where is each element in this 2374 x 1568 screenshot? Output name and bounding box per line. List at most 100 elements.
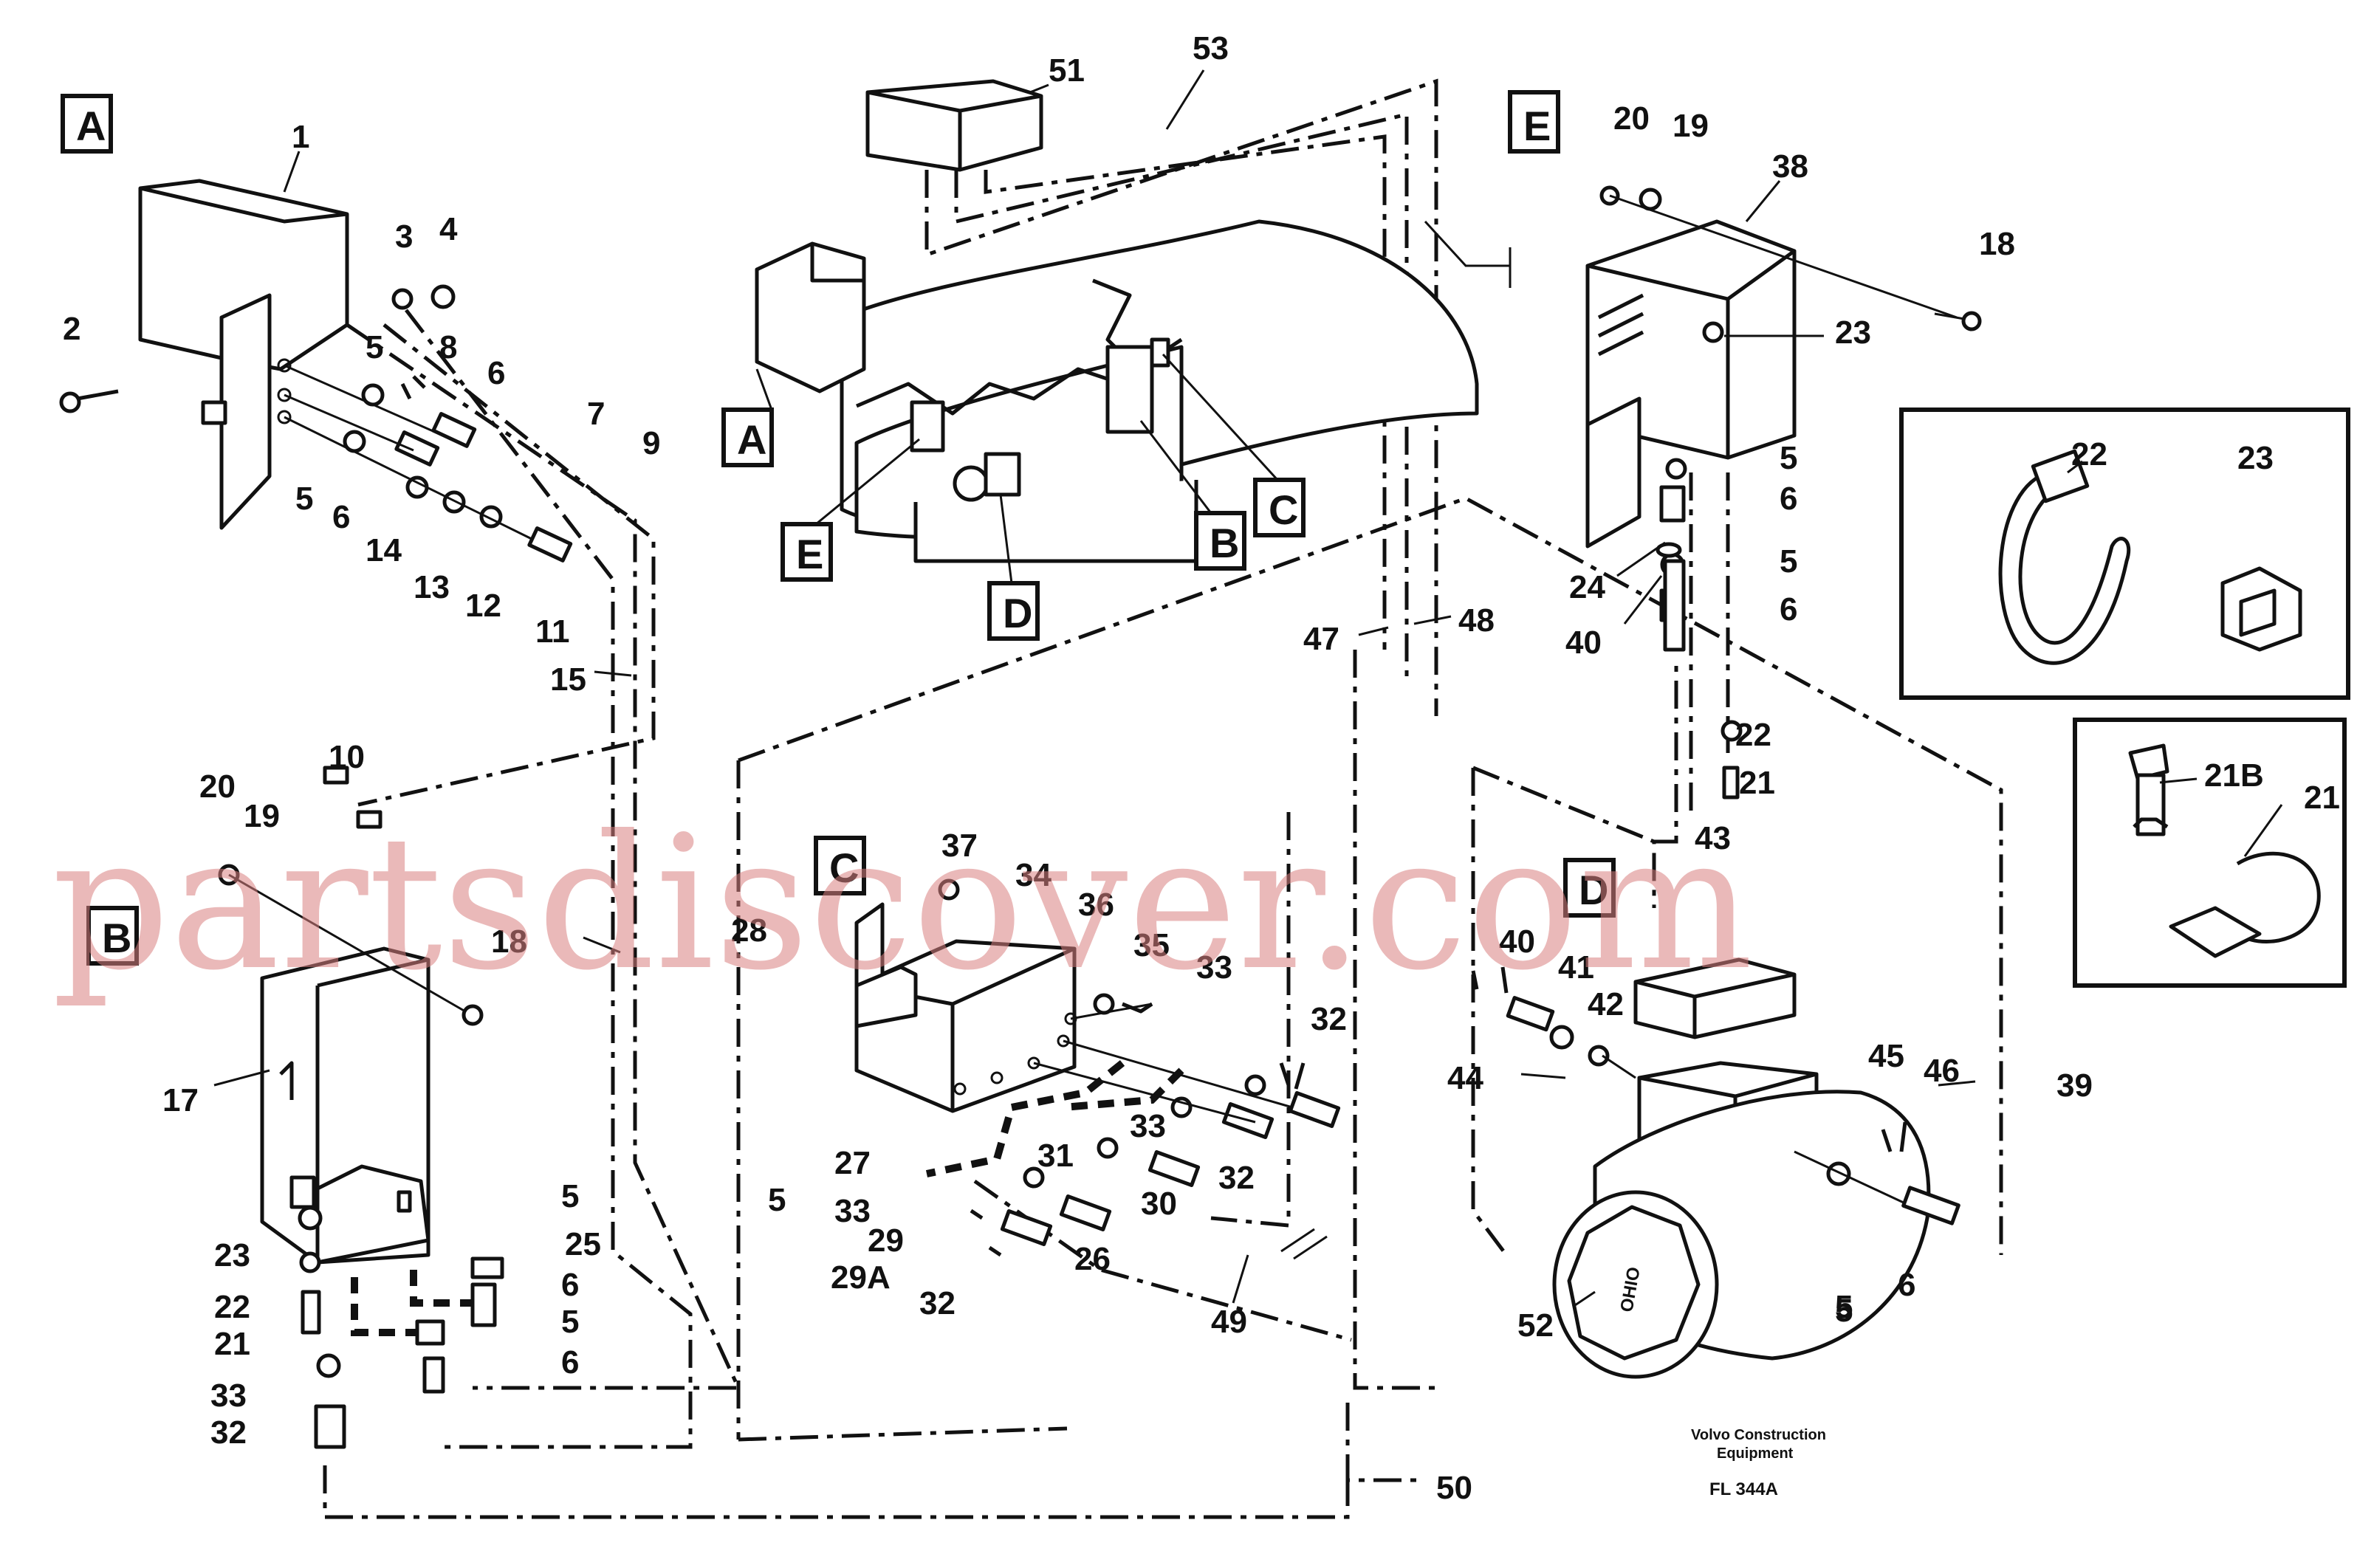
section-letter-boxes — [61, 90, 1616, 966]
part-label-18: 18 — [491, 924, 527, 960]
section-letter-d: D — [1003, 590, 1032, 636]
caption-manufacturer-2: Equipment — [1717, 1445, 1794, 1462]
part-label-5: 5 — [1835, 1293, 1853, 1329]
part-label-46: 46 — [1924, 1053, 1960, 1089]
section-letter-a: A — [737, 416, 766, 463]
drawing-caption: Volvo Construction Equipment FL 344A — [1691, 1427, 1826, 1499]
part-label-17: 17 — [162, 1082, 199, 1118]
part-label-6: 6 — [561, 1267, 579, 1303]
part-label-5: 5 — [768, 1182, 786, 1218]
part-label-5: 5 — [561, 1178, 579, 1214]
part-label-43: 43 — [1695, 820, 1731, 856]
part-label-21: 21 — [2304, 780, 2340, 816]
part-label-34: 34 — [1015, 857, 1052, 893]
part-label-39: 39 — [2056, 1067, 2093, 1104]
part-label-13: 13 — [414, 569, 450, 605]
section-e-cabinet — [1585, 185, 1982, 800]
part-label-38: 38 — [1772, 148, 1808, 185]
part-label-20: 20 — [199, 768, 236, 805]
part-label-20: 20 — [1613, 100, 1650, 137]
watermark: partsdiscover.com — [52, 796, 1753, 1011]
part-label-42: 42 — [1588, 986, 1624, 1022]
part-label-40: 40 — [1499, 924, 1535, 960]
section-c-box — [854, 878, 1341, 1257]
section-b-cabinet — [218, 766, 504, 1449]
caption-manufacturer-1: Volvo Construction — [1691, 1427, 1826, 1443]
part-label-9: 9 — [642, 425, 660, 461]
part-label-21: 21 — [1739, 765, 1775, 801]
part-label-6: 6 — [1898, 1267, 1915, 1303]
part-label-27: 27 — [834, 1145, 871, 1181]
part-label-26: 26 — [1074, 1241, 1111, 1277]
part-label-2: 2 — [63, 311, 80, 347]
part-label-8: 8 — [439, 329, 457, 365]
section-letter-b: B — [102, 915, 131, 961]
part-label-41: 41 — [1558, 949, 1594, 986]
part-label-35: 35 — [1133, 927, 1170, 963]
section-letter-a: A — [76, 103, 106, 149]
section-letter-d: D — [1579, 867, 1608, 913]
section-d-motor: OHIO — [1471, 957, 1960, 1379]
part-label-1: 1 — [292, 119, 309, 155]
module-b — [1105, 345, 1154, 434]
cab-assembly — [755, 219, 1479, 563]
part-label-3: 3 — [395, 219, 413, 255]
section-letter-e: E — [1523, 103, 1551, 149]
part-label-53: 53 — [1193, 30, 1229, 66]
part-label-29a: 29A — [831, 1259, 891, 1296]
part-label-6: 6 — [1780, 481, 1797, 517]
part-label-32: 32 — [1311, 1001, 1347, 1037]
part-label-44: 44 — [1447, 1060, 1483, 1096]
part-label-5: 5 — [1780, 543, 1797, 580]
part-label-6: 6 — [332, 499, 350, 535]
part-label-22: 22 — [1735, 717, 1771, 753]
part-label-10: 10 — [329, 739, 365, 775]
module-e — [910, 400, 945, 453]
part-label-30: 30 — [1141, 1186, 1177, 1222]
part-label-29: 29 — [868, 1223, 904, 1259]
part-label-6: 6 — [487, 355, 505, 391]
part-label-18: 18 — [1979, 226, 2015, 262]
part-label-33: 33 — [1130, 1108, 1166, 1144]
part-label-7: 7 — [587, 396, 605, 432]
caption-drawing-code: FL 344A — [1709, 1479, 1778, 1499]
section-letter-c: C — [829, 845, 859, 891]
part-label-32: 32 — [210, 1414, 247, 1451]
part-label-5: 5 — [1835, 1289, 1853, 1325]
part-label-23: 23 — [214, 1237, 250, 1273]
part-label-23: 23 — [2237, 440, 2274, 476]
part-label-5: 5 — [366, 329, 383, 365]
part-label-11: 11 — [535, 613, 570, 650]
part-label-4: 4 — [439, 211, 458, 247]
part-label-5: 5 — [561, 1304, 579, 1340]
part-label-33: 33 — [834, 1193, 871, 1229]
part-label-21: 21 — [214, 1326, 250, 1362]
section-letter-c: C — [1269, 486, 1298, 533]
part-51-box — [865, 79, 1043, 172]
part-label-24: 24 — [1569, 569, 1605, 605]
part-label-5: 5 — [1780, 440, 1797, 476]
part-label-19: 19 — [244, 798, 280, 834]
part-label-47: 47 — [1303, 621, 1339, 657]
part-label-23: 23 — [1835, 314, 1871, 351]
part-label-5: 5 — [295, 481, 313, 517]
part-label-37: 37 — [941, 828, 978, 864]
section-a-cabinet — [59, 179, 573, 563]
part-label-33: 33 — [1196, 949, 1232, 986]
part-label-22: 22 — [214, 1289, 250, 1325]
part-label-28: 28 — [731, 912, 767, 949]
part-label-33: 33 — [210, 1378, 247, 1414]
section-letter-e: E — [796, 531, 823, 577]
part-label-49: 49 — [1211, 1304, 1247, 1340]
part-label-51: 51 — [1049, 52, 1085, 89]
part-label-52: 52 — [1517, 1307, 1554, 1344]
part-label-22: 22 — [2071, 436, 2107, 472]
part-label-45: 45 — [1868, 1038, 1904, 1074]
part-label-36: 36 — [1078, 887, 1114, 923]
part-label-14: 14 — [366, 532, 402, 568]
part-label-25: 25 — [565, 1226, 601, 1262]
part-label-48: 48 — [1458, 602, 1495, 639]
